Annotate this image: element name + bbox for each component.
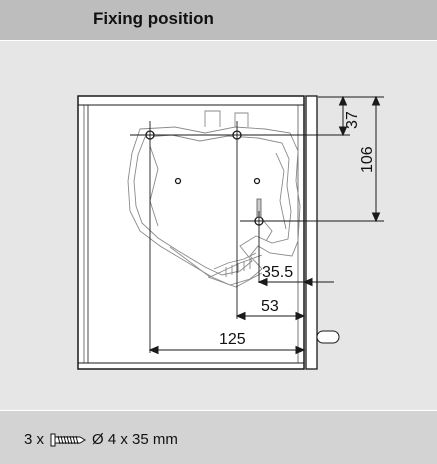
fixing-diagram: 37 106 35.5 53 125 [0,41,437,410]
lift-mechanism [127,110,301,288]
footer-bar: 3 x Ø 4 x 35 mm [0,410,437,464]
dimension-37 [338,95,348,137]
screw-icon [50,433,86,447]
screw-quantity: 3 x [24,431,45,448]
centre-lines [130,96,384,353]
page-title: Fixing position [93,9,214,28]
cabinet-panel [77,95,305,370]
dimension-106 [371,95,381,223]
front-panel [305,95,340,370]
header-bar: Fixing position [0,0,437,40]
screw-spec: 3 x Ø 4 x 35 mm [24,431,178,448]
screw-marker [256,198,262,218]
screw-dimensions: Ø 4 x 35 mm [92,431,178,448]
dimension-35-5 [257,277,334,287]
dimension-label-125: 125 [219,331,246,348]
header-divider [0,40,437,41]
dimension-125 [148,345,306,355]
dimension-label-53: 53 [261,298,279,315]
dimension-53 [235,311,306,321]
technical-drawing: 37 106 35.5 53 125 [77,95,384,370]
dimension-label-35-5: 35.5 [262,264,293,281]
dimension-label-106: 106 [359,146,376,173]
dimension-label-37: 37 [344,111,361,129]
